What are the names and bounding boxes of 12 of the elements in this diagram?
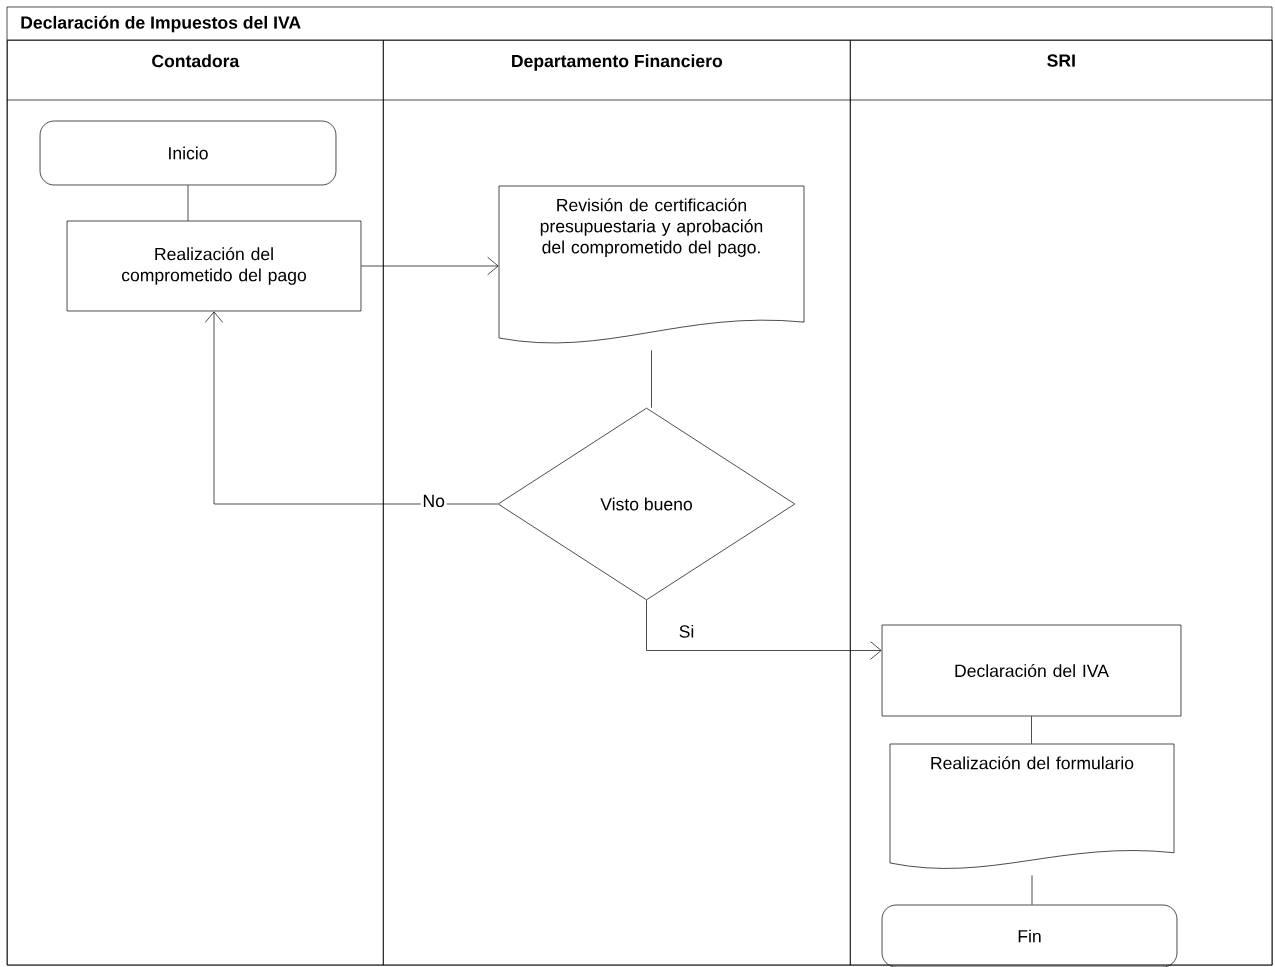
edge-label: No	[420, 493, 447, 509]
arrow	[204, 311, 499, 505]
terminal-box: Fin	[881, 904, 1178, 967]
title: Declaración de Impuestos del IVA	[21, 15, 301, 33]
arrow	[360, 256, 499, 276]
arrow	[646, 600, 882, 660]
document-shape: Revisión de certificación presupuestaria y aprobación del comprometido del pago.	[498, 185, 805, 344]
document-shape: Realización del formulario	[889, 743, 1175, 869]
process-box: Realización del comprometido del pago	[66, 220, 362, 312]
edge-label: Si	[676, 623, 697, 640]
terminal-box: Inicio	[39, 120, 337, 186]
process-box: Declaración del IVA	[881, 624, 1182, 717]
